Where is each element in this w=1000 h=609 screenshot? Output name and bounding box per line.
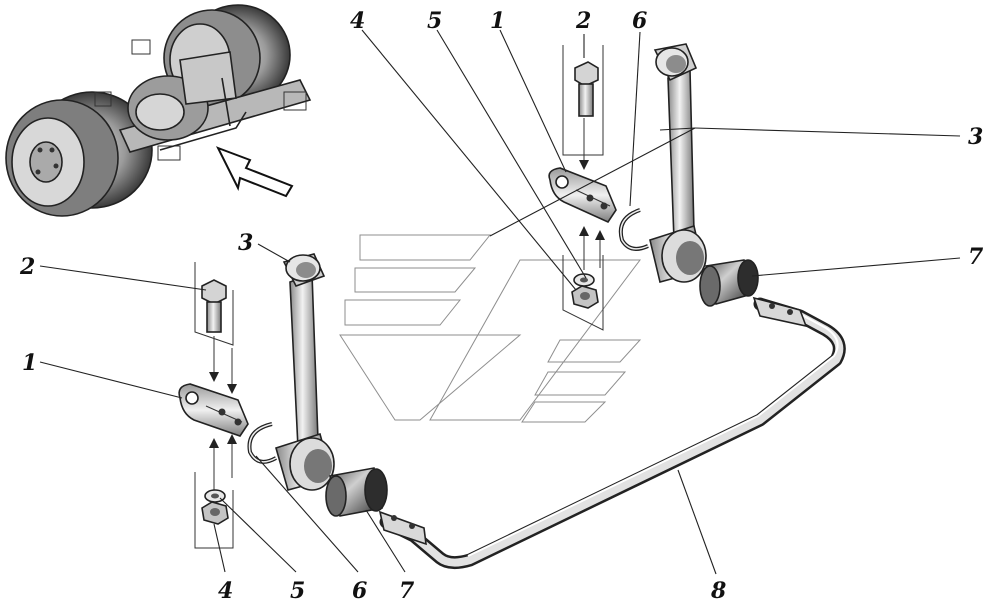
bolt-top xyxy=(574,61,599,117)
label-stabilizer-bar: 8 xyxy=(710,578,726,604)
nut-top xyxy=(571,285,599,309)
label-top-bushing: 7 xyxy=(968,244,984,270)
label-top-snap-ring: 6 xyxy=(632,8,647,34)
callout-labels: 4 5 1 2 6 3 7 2 1 3 4 5 6 7 8 xyxy=(19,8,984,604)
bracket-top xyxy=(548,167,617,224)
nut-left xyxy=(201,501,229,525)
label-top-washer: 5 xyxy=(427,8,442,34)
left-bracket-assembly xyxy=(178,253,388,549)
label-bottom-washer: 5 xyxy=(290,578,305,604)
bracket-left xyxy=(178,383,249,437)
bushing-left xyxy=(325,467,388,517)
label-top-nut: 4 xyxy=(350,8,365,34)
rear-axle-overview xyxy=(5,4,312,217)
right-bracket-assembly xyxy=(548,43,759,331)
label-left-bolt: 2 xyxy=(19,254,35,280)
leader-lines xyxy=(39,29,961,575)
label-bottom-snap-ring: 6 xyxy=(352,578,367,604)
label-left-link: 3 xyxy=(238,230,253,256)
link-left xyxy=(275,253,335,491)
label-bottom-nut: 4 xyxy=(218,578,233,604)
label-top-bolt: 2 xyxy=(575,8,591,34)
label-top-link: 3 xyxy=(968,124,983,150)
stabilizer-bar xyxy=(378,296,846,570)
label-left-bracket: 1 xyxy=(22,350,37,376)
background-hatching xyxy=(339,234,642,423)
bushing-top xyxy=(699,259,759,307)
bolt-left xyxy=(201,279,227,333)
label-bottom-bushing: 7 xyxy=(399,578,415,604)
link-top xyxy=(649,43,707,283)
label-top-bracket: 1 xyxy=(490,8,505,34)
